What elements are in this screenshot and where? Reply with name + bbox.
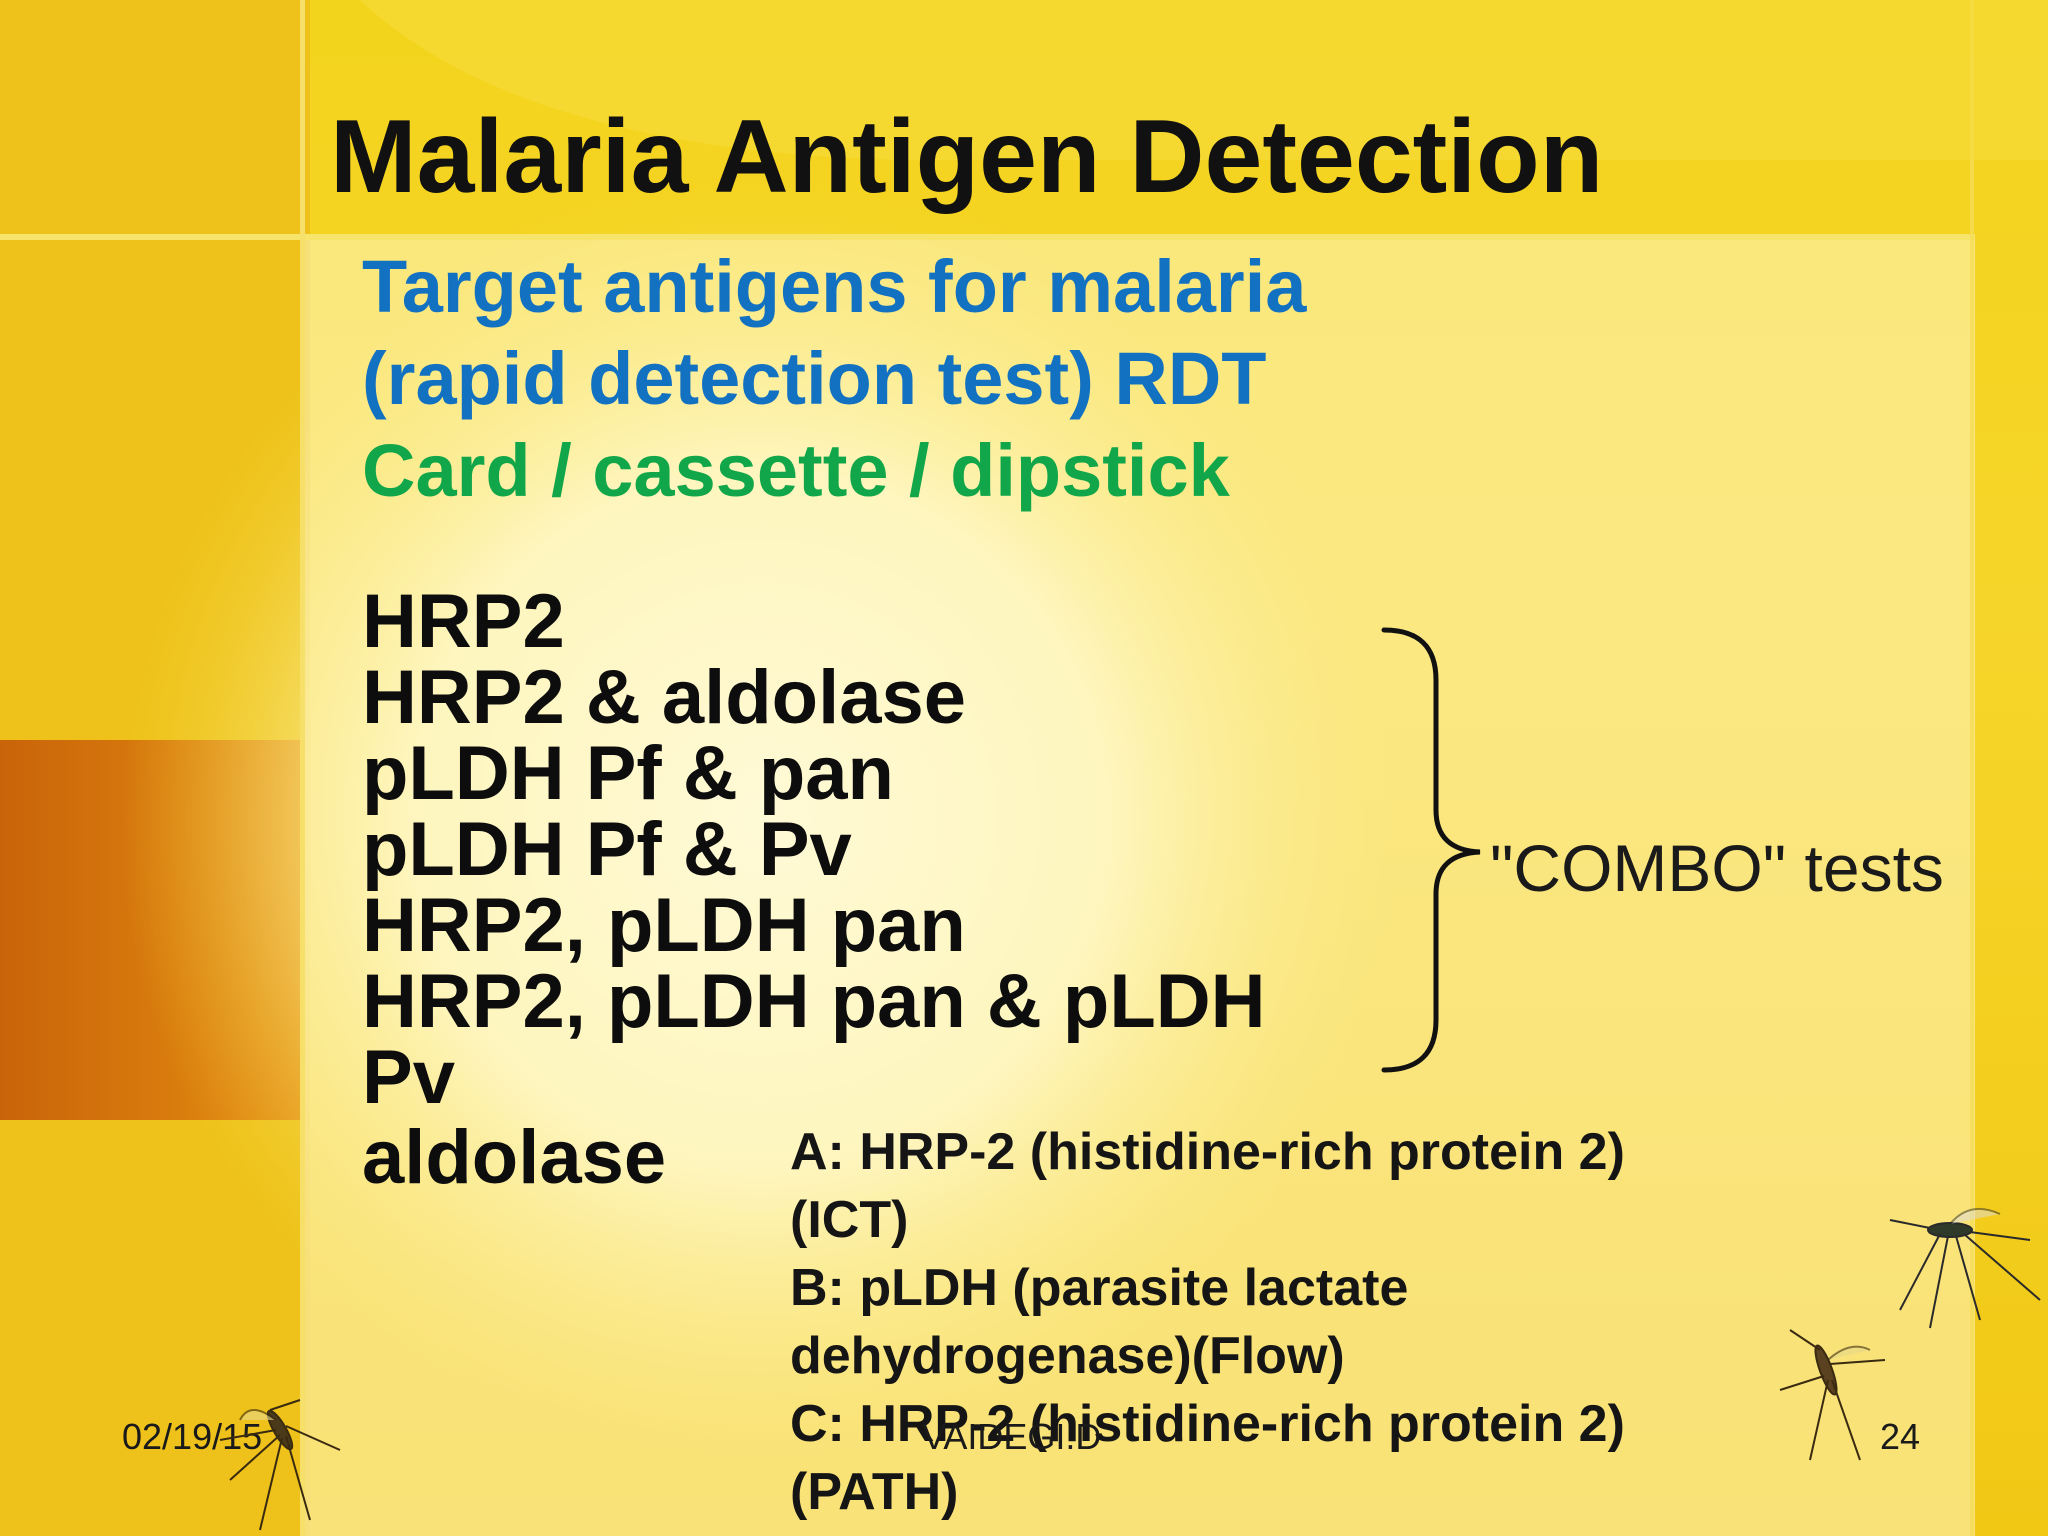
slide-title: Malaria Antigen Detection [330,99,1604,215]
mosquito-icon [1889,1207,2041,1329]
page-number: 24 [1880,1416,1921,1457]
antigen-item: HRP2 [362,579,565,664]
antigen-item: pLDH Pf & pan [362,731,894,816]
antigen-item: Pv [362,1035,455,1120]
antigen-item: HRP2, pLDH pan & pLDH [362,959,1266,1044]
subtitle-line-1: Target antigens for malaria [362,245,1307,328]
curly-brace [1381,627,1481,1073]
subtitle-line-2: (rapid detection test) RDT [362,337,1267,420]
antigen-item: pLDH Pf & Pv [362,807,852,892]
combo-tests-label: "COMBO" tests [1490,831,1944,905]
mosquito-icon [219,1399,341,1531]
note-line: C: HRP-2 (histidine-rich protein 2) [790,1395,1625,1453]
note-line: A: HRP-2 (histidine-rich protein 2) [790,1123,1625,1181]
footer-author: VAIDEGI.D [922,1416,1102,1457]
antigen-item: aldolase [362,1115,667,1200]
antigen-item: HRP2 & aldolase [362,655,966,740]
format-line: Card / cassette / dipstick [362,429,1230,512]
note-line: (PATH) [790,1463,959,1521]
note-line: B: pLDH (parasite lactate [790,1259,1409,1317]
note-line: (ICT) [790,1191,909,1249]
mosquito-icon [1779,1329,1886,1461]
antigen-item: HRP2, pLDH pan [362,883,966,968]
note-line: dehydrogenase)(Flow) [790,1327,1345,1385]
